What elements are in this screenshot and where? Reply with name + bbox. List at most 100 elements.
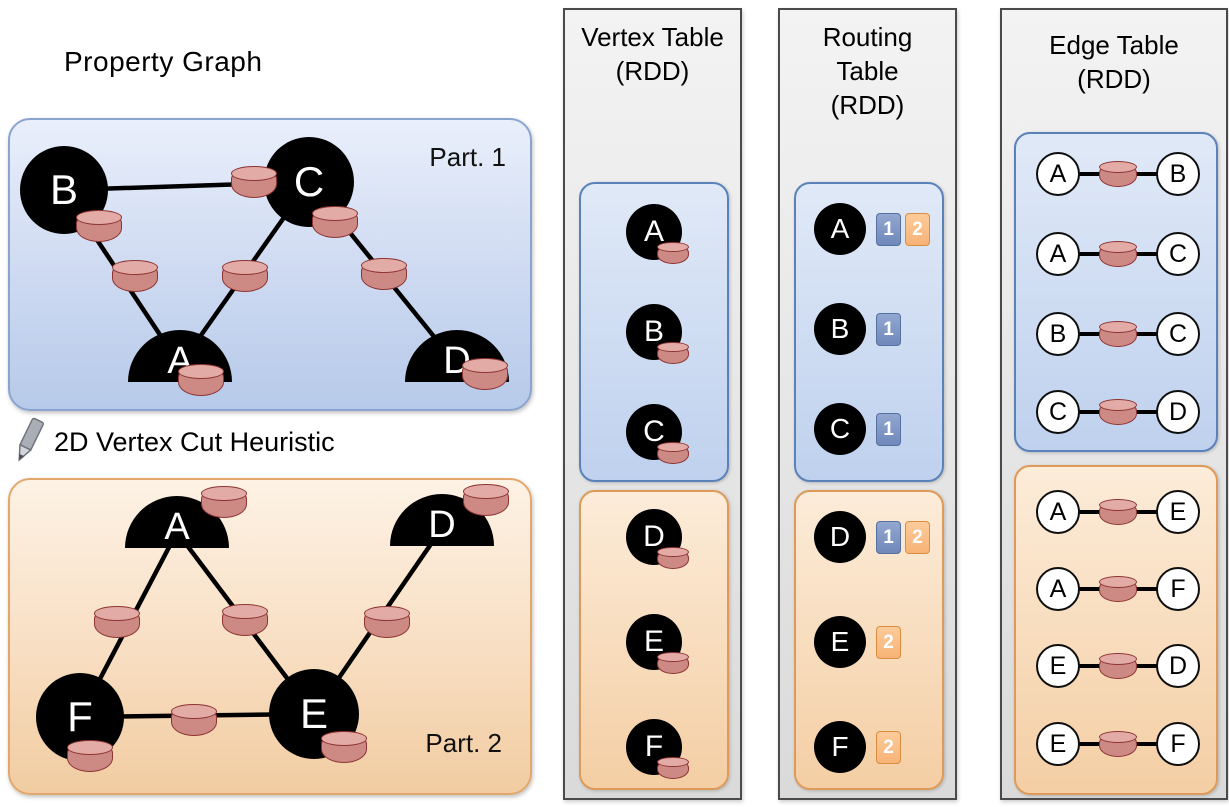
routing-badge-partition-1: 1 [876,313,901,346]
vertex-property-cylinder-icon [201,486,247,518]
vertex-F: F [814,721,866,773]
edge-property-cylinder-icon [112,260,158,292]
vertex-B: B [814,303,866,355]
vertex-F-label: F [831,731,849,762]
vertex-table-partition-2: D E F [579,490,729,790]
routing-badge-partition-2: 2 [876,731,901,764]
vertex-E: E [814,616,866,668]
edge-table-column: Edge Table (RDD) A B A C B C [1000,8,1228,800]
edge-property-cylinder-icon [1099,653,1137,679]
vertex-A-label: A [643,215,664,248]
property-graph-title: Property Graph [64,46,263,77]
vertex-B-label: B [830,313,850,344]
routing-table-partition-1: A 1 2 B 1 C 1 [794,182,944,482]
routing-table-column: Routing Table (RDD) A 1 2 B 1 C 1 D 1 2 … [778,8,957,800]
routing-table-partition-2: D 1 2 E 2 F 2 [794,490,944,790]
routing-badge-partition-2: 2 [905,521,930,554]
edge-property-cylinder-icon [94,606,140,638]
vertex-C-label: C [829,413,851,444]
vertex-table-title-line2: (RDD) [615,56,690,86]
edge-src-vertex: A [1036,232,1080,276]
vertex-table-partition-1: A B C [579,182,729,482]
vertex-property-cylinder-icon [462,358,508,390]
edge-row: E D [1016,636,1220,696]
edge-property-cylinder-icon [222,604,268,636]
edge-src-vertex: E [1036,644,1080,688]
partition-2-label: Part. 2 [425,728,502,758]
vertex-E-label: E [830,626,850,657]
vertex-property-cylinder-icon [657,547,689,569]
edge-dst-label: D [1168,397,1188,426]
edge-src-vertex: A [1036,567,1080,611]
vertex-C-label: C [643,415,665,448]
edge-row: B C [1016,304,1220,364]
edge-property-cylinder-icon [1099,731,1137,757]
edge-table-title-line1: Edge Table [1049,30,1179,60]
edge-property-cylinder-icon [231,166,277,198]
vertex-B-label: B [643,315,664,348]
edge-dst-label: D [1168,651,1188,680]
vertex-table-column: Vertex Table (RDD) A B C D E F [563,8,742,800]
edge-dst-label: F [1170,729,1186,758]
routing-table-title-line2: Table [836,56,899,86]
partition-1-box: B C A D Part. 1 [8,118,532,411]
edge-src-label: A [1049,159,1067,188]
edge-property-cylinder-icon [361,258,407,290]
vertex-property-cylinder-icon [657,342,689,364]
routing-badge-partition-2: 2 [876,626,901,659]
edge-dst-vertex: F [1156,722,1200,766]
edge-dst-vertex: C [1156,312,1200,356]
edge-src-label: E [1049,729,1067,758]
edge-dst-vertex: B [1156,152,1200,196]
vertex-property-cylinder-icon [463,484,509,516]
edge-table-partition-1: A B A C B C C D [1014,132,1218,452]
vertex-A-label: A [830,213,850,244]
vertex-F: F [36,673,124,761]
vertex-property-cylinder-icon [657,757,689,779]
routing-badge-partition-1: 1 [876,521,901,554]
edge-dst-vertex: E [1156,490,1200,534]
edge-dst-label: E [1169,497,1187,526]
partition-2-box: A D F E Part. 2 [8,478,532,795]
vertex-D-label: D [829,521,851,552]
vertex-E-label: E [299,690,328,737]
vertex-E-label: E [643,625,664,658]
edge-property-cylinder-icon [1099,241,1137,267]
vertex-A-label: A [164,506,190,549]
edge-dst-label: F [1170,574,1186,603]
routing-badge-partition-2: 2 [905,213,930,246]
edge-property-cylinder-icon [1099,576,1137,602]
edge-src-label: C [1048,397,1068,426]
edge-row: A E [1016,482,1220,542]
edge-src-vertex: E [1036,722,1080,766]
edge-property-cylinder-icon [364,606,410,638]
vertex-table-title-line1: Vertex Table [581,22,724,52]
routing-badge-partition-1: 1 [876,213,901,246]
edge-src-label: B [1049,319,1067,348]
edge-dst-vertex: F [1156,567,1200,611]
edge-row: A F [1016,559,1220,619]
vertex-property-cylinder-icon [321,731,367,763]
edge-property-cylinder-icon [1099,499,1137,525]
edge-src-label: A [1049,574,1067,603]
edge-row: A C [1016,224,1220,284]
edge-property-cylinder-icon [171,704,217,736]
vertex-B-label: B [49,166,78,213]
edge-row: A B [1016,144,1220,204]
edge-row: C D [1016,382,1220,442]
vertex-D: D [626,509,682,565]
vertex-C-label: C [293,158,325,205]
edge-src-vertex: B [1036,312,1080,356]
vertex-D-label: D [643,520,665,553]
edge-src-vertex: C [1036,390,1080,434]
partition-1-label: Part. 1 [429,142,506,172]
vertex-property-cylinder-icon [657,652,689,674]
edge-src-label: A [1049,239,1067,268]
vertex-D: D [814,511,866,563]
routing-table-title-line3: (RDD) [830,90,905,120]
vertex-D-label: D [428,504,456,547]
vertex-F-label: F [644,730,664,763]
vertex-C: C [814,403,866,455]
vertex-A: A [814,203,866,255]
